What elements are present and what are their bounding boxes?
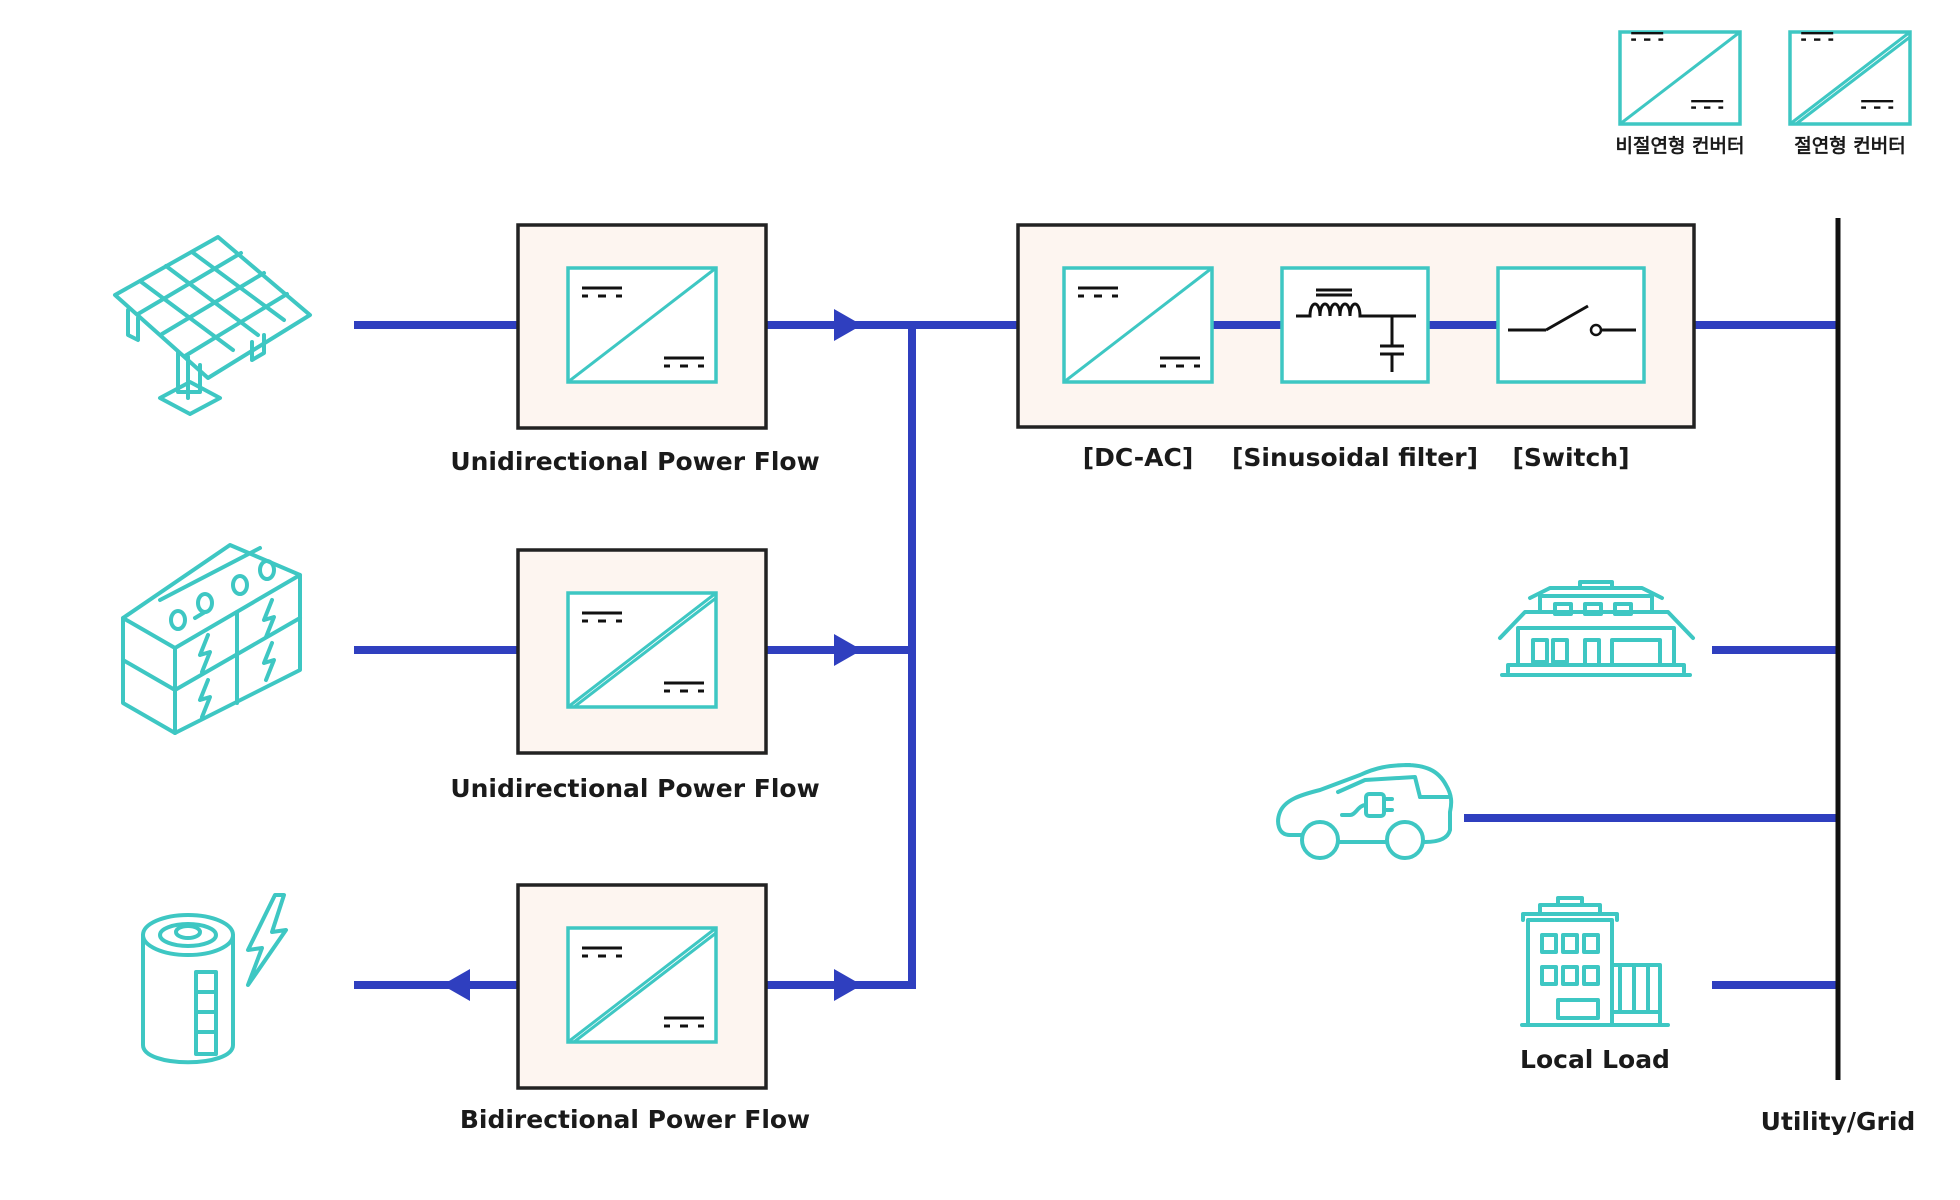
arrow-right-icon: [834, 634, 862, 666]
legend: 비절연형 컨버터 절연형 컨버터: [1616, 30, 1912, 157]
dc-ac-block: [1062, 266, 1214, 384]
grid-label: Utility/Grid: [1761, 1107, 1916, 1136]
inverter-stage: [1016, 223, 1696, 429]
building-icon: [1520, 896, 1670, 1027]
sinusoidal-filter-block: [1280, 266, 1430, 384]
switch-label: [Switch]: [1512, 443, 1629, 472]
legend-non-isolated-label: 비절연형 컨버터: [1616, 135, 1745, 157]
solar-converter-module: [516, 223, 768, 430]
legend-non-isolated-symbol: [1618, 30, 1742, 126]
legend-isolated-symbol: [1788, 30, 1912, 126]
storage-converter-module: [516, 548, 768, 755]
battery-icon: [141, 893, 288, 1065]
arrow-left-icon: [442, 969, 470, 1001]
legend-isolated-label: 절연형 컨버터: [1794, 135, 1906, 157]
energy-storage-icon: [121, 543, 302, 735]
inductor-icon: [1296, 288, 1416, 318]
arrow-right-icon: [834, 969, 862, 1001]
switch-block: [1496, 266, 1646, 384]
battery-converter-module: [516, 883, 768, 1090]
capacitor-icon: [1380, 316, 1404, 372]
solar-flow-label: Unidirectional Power Flow: [450, 447, 819, 476]
electric-car-icon: [1276, 763, 1454, 860]
flow-arrows: [442, 309, 862, 1001]
battery-flow-label: Bidirectional Power Flow: [460, 1105, 810, 1134]
filter-label: [Sinusoidal filter]: [1232, 443, 1478, 472]
house-icon: [1498, 580, 1695, 677]
storage-flow-label: Unidirectional Power Flow: [450, 774, 819, 803]
switch-icon: [1508, 304, 1636, 337]
arrow-right-icon: [834, 309, 862, 341]
dc-ac-label: [DC-AC]: [1083, 443, 1194, 472]
solar-panel-icon: [113, 235, 312, 416]
local-load-label: Local Load: [1520, 1045, 1670, 1074]
